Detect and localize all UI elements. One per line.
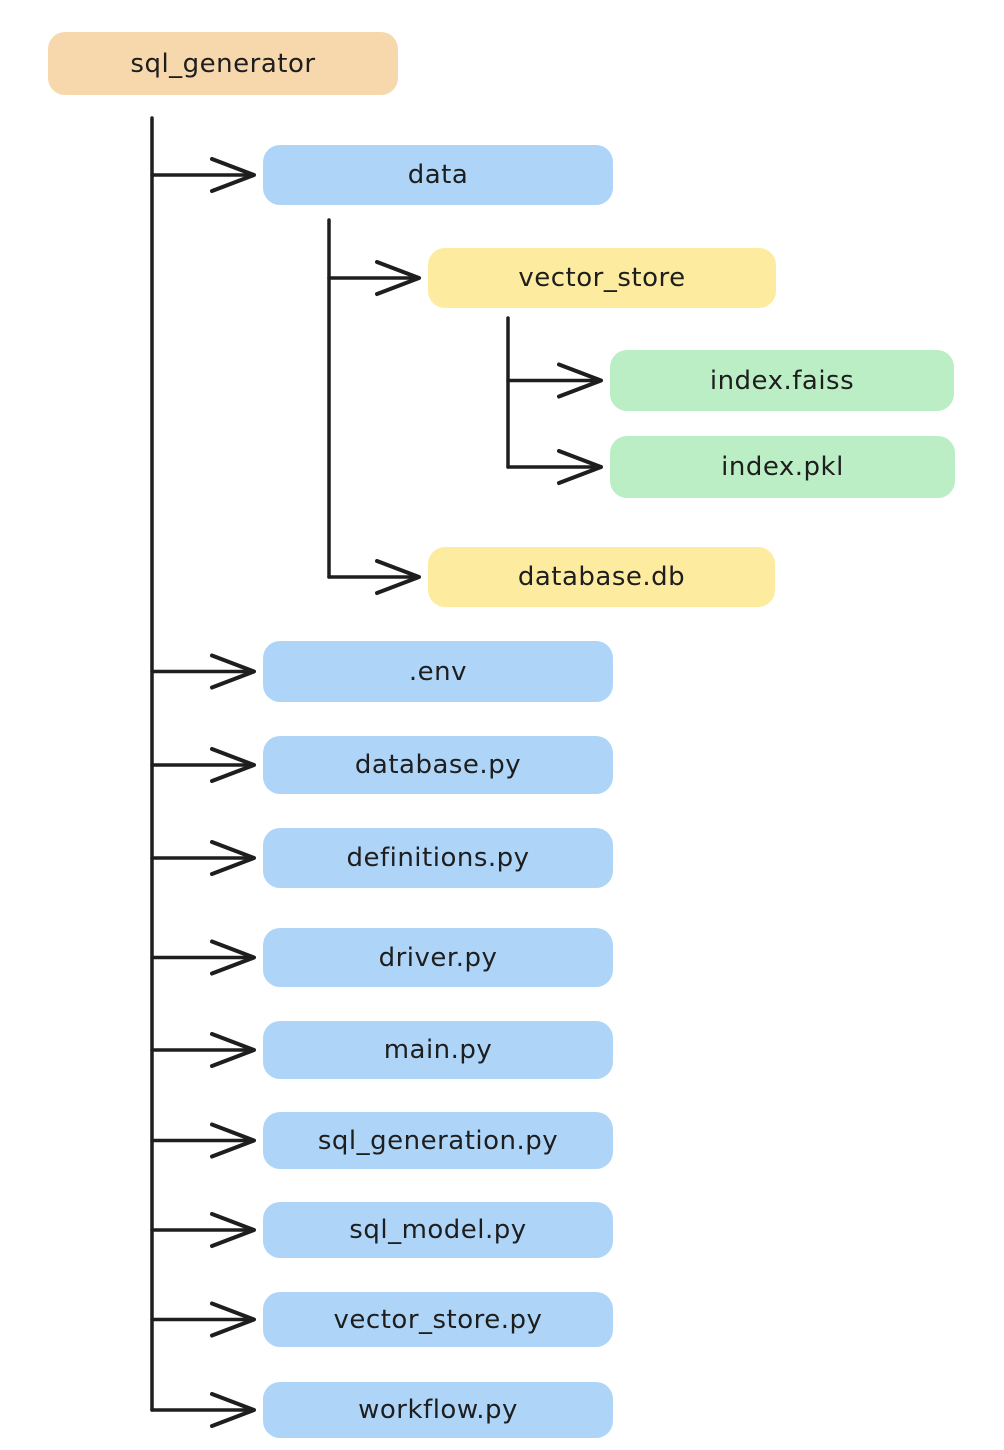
node-data: data xyxy=(263,145,613,205)
node-env: .env xyxy=(263,641,613,702)
node-index-pkl: index.pkl xyxy=(610,436,955,498)
node-workflow-py: workflow.py xyxy=(263,1382,613,1438)
node-main-py: main.py xyxy=(263,1021,613,1079)
node-label: main.py xyxy=(383,1035,493,1065)
node-label: index.pkl xyxy=(721,452,844,482)
node-label: index.faiss xyxy=(709,365,855,396)
node-label: definitions.py xyxy=(346,843,530,873)
node-definitions-py: definitions.py xyxy=(263,828,613,888)
node-sql-generation-py: sql_generation.py xyxy=(263,1112,613,1169)
node-label: sql_generation.py xyxy=(317,1125,559,1156)
node-label: workflow.py xyxy=(358,1395,518,1425)
node-label: vector_store.py xyxy=(333,1304,543,1335)
node-driver-py: driver.py xyxy=(263,928,613,987)
node-label: .env xyxy=(408,656,468,687)
node-label: sql_model.py xyxy=(349,1215,527,1245)
node-label: driver.py xyxy=(378,942,498,973)
node-sql-model-py: sql_model.py xyxy=(263,1202,613,1258)
node-database-db: database.db xyxy=(428,547,775,607)
node-label: database.py xyxy=(354,750,522,780)
node-label: database.db xyxy=(517,562,686,592)
node-vector-store: vector_store xyxy=(428,248,776,308)
node-index-faiss: index.faiss xyxy=(610,350,954,411)
node-label: sql_generator xyxy=(130,48,316,79)
node-sql-generator: sql_generator xyxy=(48,32,398,95)
node-database-py: database.py xyxy=(263,736,613,794)
node-vector-store-py: vector_store.py xyxy=(263,1292,613,1347)
node-label: data xyxy=(407,160,469,190)
node-label: vector_store xyxy=(518,263,686,293)
